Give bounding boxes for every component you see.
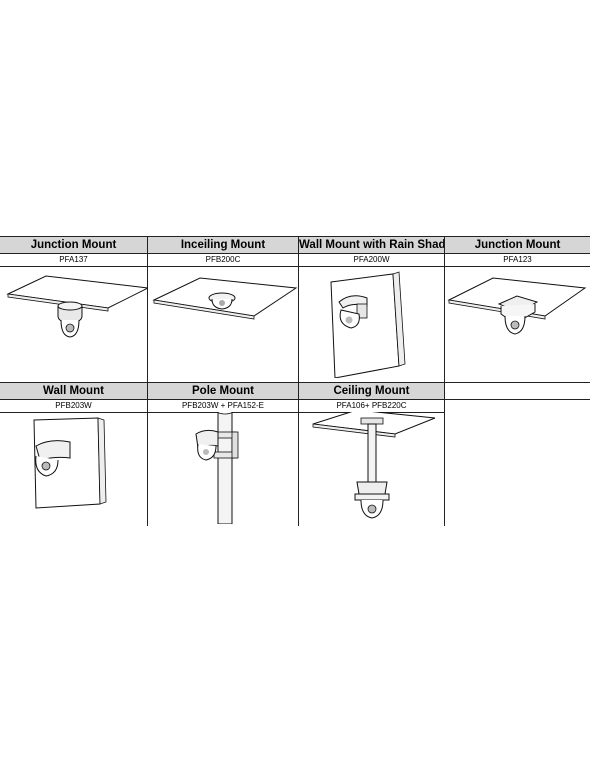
table-row: Wall Mount PFB203W Pole Mount PFB203W + … (0, 382, 590, 526)
mount-model: PFA137 (0, 254, 147, 267)
pole-mount-illustration (148, 412, 298, 524)
mount-model: PFB200C (148, 254, 298, 267)
mount-model: PFA123 (445, 254, 590, 267)
mount-cell-ceiling-pfa106-pfb220c: Ceiling Mount PFA106+ PFB220C (299, 382, 445, 526)
wall-mount-illustration (0, 412, 147, 524)
mount-model: PFA200W (299, 254, 444, 267)
mount-model: PFB203W (0, 400, 147, 413)
mount-cell-inceiling-pfb200c: Inceiling Mount PFB200C (148, 236, 299, 382)
mount-cell-pole-pfb203w-pfa152e: Pole Mount PFB203W + PFA152-E (148, 382, 299, 526)
mount-cell-wall-rain-shade-pfa200w: Wall Mount with Rain Shade PFA200W (299, 236, 445, 382)
mount-title: Inceiling Mount (148, 236, 298, 254)
ceiling-mount-illustration (299, 412, 444, 524)
mount-cell-junction-pfa123: Junction Mount PFA123 (445, 236, 590, 382)
inceiling-mount-illustration (148, 266, 298, 378)
table-row: Junction Mount PFA137 Inceiling Mount PF… (0, 236, 590, 382)
junction-mount-illustration (0, 266, 148, 378)
junction-mount-illustration (445, 266, 590, 378)
mount-title: Junction Mount (445, 236, 590, 254)
wall-mount-rain-shade-illustration (299, 266, 444, 378)
mount-title: Ceiling Mount (299, 382, 444, 400)
mount-title: Junction Mount (0, 236, 147, 254)
mount-cell-wall-pfb203w: Wall Mount PFB203W (0, 382, 148, 526)
mount-title: Wall Mount (0, 382, 147, 400)
empty-header (445, 382, 590, 400)
mount-cell-junction-pfa137: Junction Mount PFA137 (0, 236, 148, 382)
mount-title: Pole Mount (148, 382, 298, 400)
mount-title: Wall Mount with Rain Shade (299, 236, 444, 254)
mount-cell-empty (445, 382, 590, 526)
